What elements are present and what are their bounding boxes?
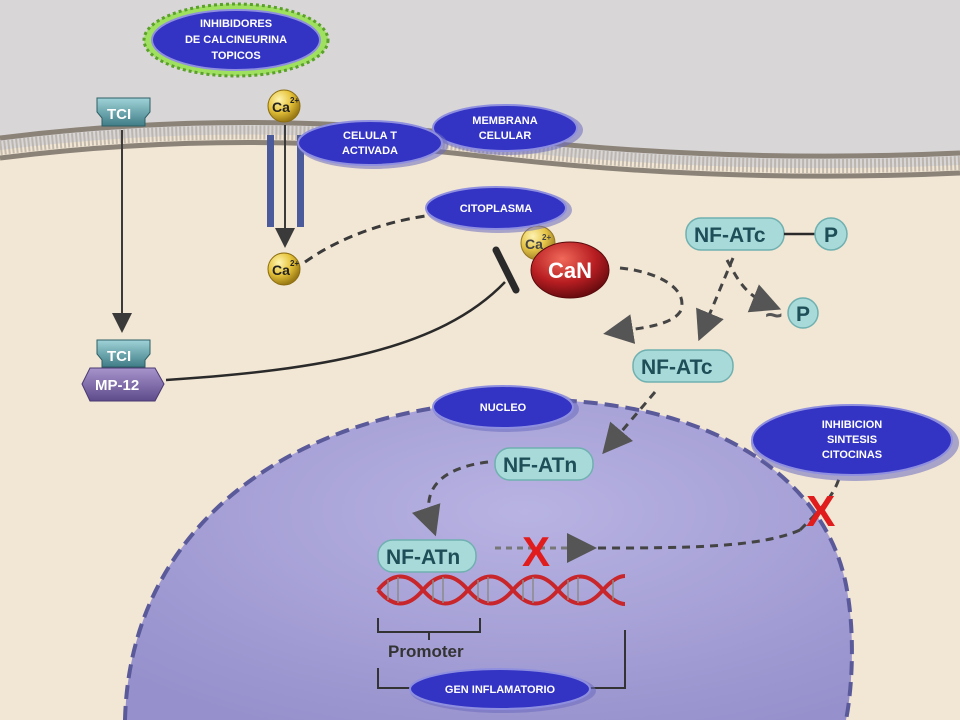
bubble-topical-line1: INHIBIDORES bbox=[200, 18, 272, 30]
nfatc: NF-ATc bbox=[632, 349, 734, 383]
phosphate-label: P bbox=[824, 224, 838, 247]
dna-binding-arrow bbox=[411, 460, 489, 537]
block-x-cytokines: X bbox=[806, 487, 835, 536]
nucleus bbox=[125, 399, 852, 720]
nfatc-phos-label: NF-ATc bbox=[694, 224, 766, 247]
calcium-ion-top: Ca 2+ bbox=[267, 89, 301, 123]
nuclear-import-arrow bbox=[602, 391, 657, 455]
nfatn-dna-bound: NF-ATn bbox=[377, 539, 477, 573]
bubble-membrane-line2: CELULAR bbox=[479, 130, 532, 142]
bubble-membrane-line1: MEMBRANA bbox=[472, 115, 537, 127]
nfatn-label-dna: NF-ATn bbox=[386, 546, 460, 569]
bubble-membrane: MEMBRANA CELULAR bbox=[432, 104, 583, 155]
calcium-charge-top: 2+ bbox=[290, 96, 299, 105]
phosphate-release-arrow bbox=[725, 259, 782, 313]
bubble-nucleus-text: NUCLEO bbox=[480, 402, 527, 414]
calcium-charge-bound: 2+ bbox=[542, 233, 551, 242]
bubble-nucleus: NUCLEO bbox=[432, 385, 579, 432]
calcium-channel-left bbox=[267, 135, 274, 227]
bubble-topical-inhibitors: INHIBIDORES DE CALCINEURINA TOPICOS bbox=[142, 2, 330, 78]
dephosphorylation-arrow bbox=[603, 266, 684, 344]
calcium-label-top: Ca bbox=[272, 99, 290, 115]
nfatc-phosphorylated: NF-ATc P bbox=[685, 217, 848, 251]
calcium-label-bottom: Ca bbox=[272, 262, 290, 278]
nuclear-envelope bbox=[123, 397, 854, 720]
calcium-label-bound: Ca bbox=[525, 236, 543, 252]
nfatn-nuclear: NF-ATn bbox=[494, 447, 594, 481]
block-x-transcription: X bbox=[522, 528, 550, 575]
tci-label-complex: TCI bbox=[107, 348, 131, 365]
bubble-cytoplasm-text: CITOPLASMA bbox=[460, 203, 533, 215]
bubble-cytokine-line2: SINTESIS bbox=[827, 434, 877, 446]
tci-label-top: TCI bbox=[107, 106, 131, 123]
bubble-cytokine-line1: INHIBICION bbox=[822, 419, 883, 431]
free-phosphate-label: P bbox=[796, 303, 810, 326]
dna-helix bbox=[376, 574, 626, 606]
calcium-charge-bottom: 2+ bbox=[290, 259, 299, 268]
calcium-ion-bottom: Ca 2+ bbox=[267, 252, 301, 286]
calcium-channel-right bbox=[297, 135, 304, 227]
bubble-activated-line1: CELULA T bbox=[343, 130, 397, 142]
tci-mp12-complex: TCI MP-12 bbox=[81, 339, 165, 402]
calcineurin-label: CaN bbox=[548, 258, 592, 283]
promoter-label: Promoter bbox=[388, 642, 464, 661]
membrane-inner bbox=[0, 140, 960, 179]
bubble-activated-line2: ACTIVADA bbox=[342, 145, 398, 157]
nfatc-label: NF-ATc bbox=[641, 356, 713, 379]
free-phosphate: ~ P bbox=[765, 297, 819, 332]
inhibition-line bbox=[165, 281, 506, 382]
bubble-cytokine-inhibition: INHIBICION SINTESIS CITOCINAS bbox=[751, 404, 959, 481]
bubble-cytoplasm: CITOPLASMA bbox=[425, 186, 572, 233]
bubble-topical-line3: TOPICOS bbox=[211, 50, 260, 62]
phosphate-group bbox=[814, 217, 848, 251]
bubble-gene-text: GEN INFLAMATORIO bbox=[445, 684, 556, 696]
tci-molecule-top: TCI bbox=[96, 97, 151, 127]
bubble-topical-line2: DE CALCINEURINA bbox=[185, 34, 287, 46]
bubble-inflammatory-gene: GEN INFLAMATORIO bbox=[409, 668, 596, 713]
nfatn-label-top: NF-ATn bbox=[503, 454, 577, 477]
calcineurin: Ca 2+ CaN bbox=[520, 225, 610, 299]
cytokine-export-path bbox=[597, 528, 801, 550]
inhibition-bar bbox=[492, 246, 520, 294]
bubble-activated-cell: CELULA T ACTIVADA bbox=[297, 120, 448, 169]
tilde-bond: ~ bbox=[765, 299, 783, 332]
bubble-cytokine-line3: CITOCINAS bbox=[822, 449, 882, 461]
mp12-label: MP-12 bbox=[95, 377, 139, 394]
